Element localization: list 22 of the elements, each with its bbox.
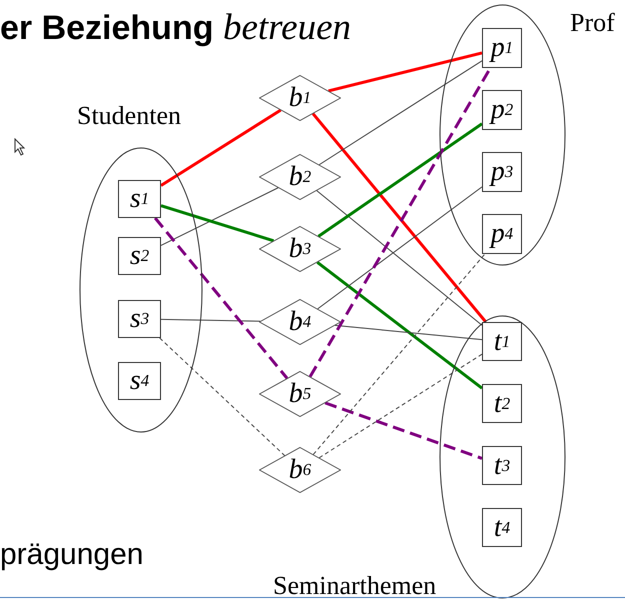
dashed-connector <box>159 338 286 456</box>
dashed-connector <box>318 354 482 458</box>
connector <box>160 187 279 246</box>
connector <box>316 261 483 390</box>
dashed-connector <box>324 401 482 460</box>
connector <box>160 108 282 187</box>
connector <box>318 60 482 166</box>
dashed-connector <box>312 254 486 455</box>
connector <box>160 318 261 322</box>
slide-text: prägungen <box>0 538 144 572</box>
connector <box>317 186 482 310</box>
dashed-connector <box>154 217 288 380</box>
connector <box>312 112 487 323</box>
slide-title: er Beziehung betreuen <box>0 6 352 49</box>
connector <box>328 52 482 92</box>
connector <box>318 122 483 238</box>
set-heading: Prof <box>570 9 615 38</box>
set-heading: Studenten <box>77 102 181 131</box>
connector <box>334 324 482 340</box>
connector <box>160 204 274 242</box>
set-heading: Seminarthemen <box>273 572 436 600</box>
connector <box>316 190 482 326</box>
